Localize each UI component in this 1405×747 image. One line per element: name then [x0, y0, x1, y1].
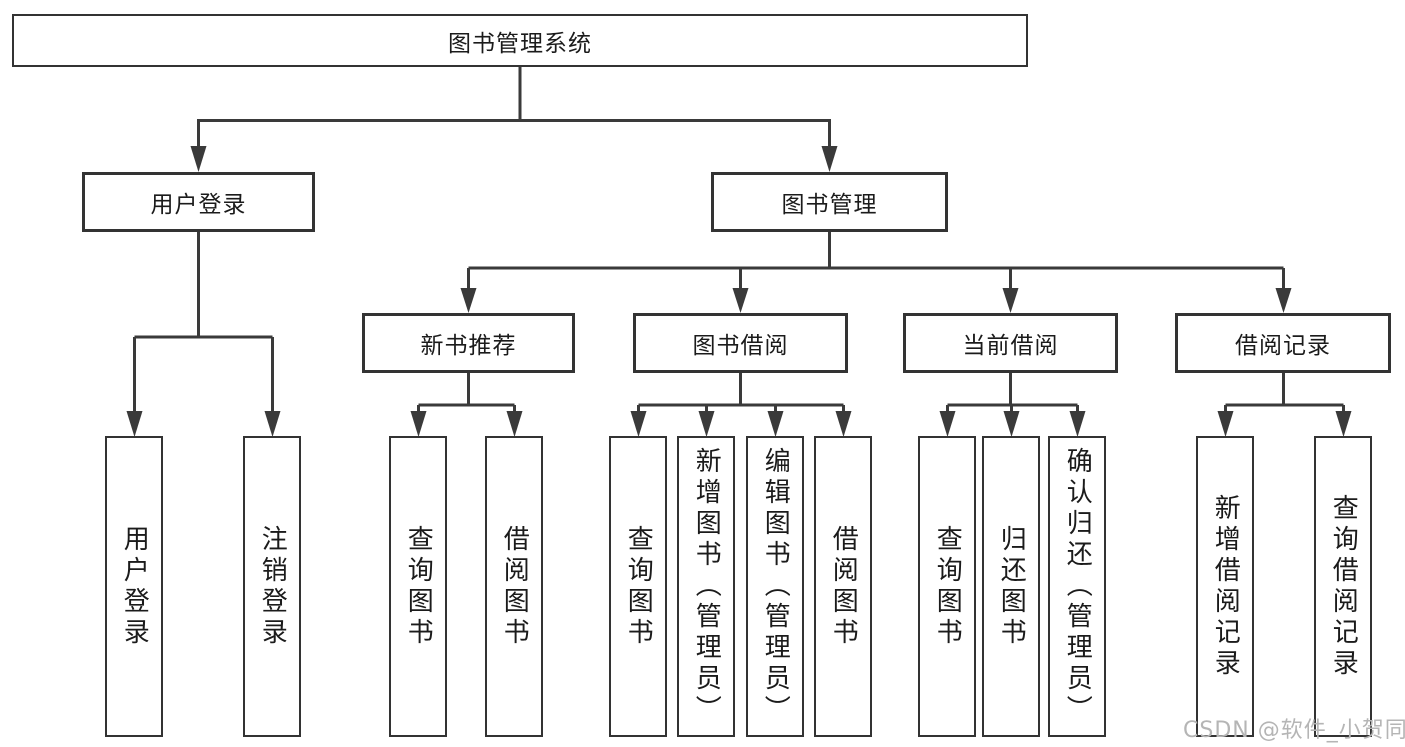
leaf-query-borrow-record: 查询借阅记录 — [1314, 436, 1372, 737]
leaf-edit-book-admin: 编辑图书（管理员） — [746, 436, 804, 737]
leaf-borrow-books-label: 借阅图书 — [828, 524, 859, 649]
leaf-borrow-books: 借阅图书 — [814, 436, 872, 737]
leaf-add-borrow-record-label: 新增借阅记录 — [1210, 493, 1241, 680]
leaf-return-book: 归还图书 — [982, 436, 1040, 737]
leaf-add-borrow-record: 新增借阅记录 — [1196, 436, 1254, 737]
leaf-user-login-label: 用户登录 — [119, 524, 150, 649]
leaf-query-books-borrow: 查询图书 — [609, 436, 667, 737]
node-book-borrow: 图书借阅 — [633, 313, 848, 373]
node-book-management: 图书管理 — [711, 172, 948, 232]
leaf-query-books-borrow-label: 查询图书 — [623, 524, 654, 649]
leaf-query-books-current: 查询图书 — [918, 436, 976, 737]
node-current-borrow: 当前借阅 — [903, 313, 1118, 373]
leaf-borrow-books-recommend: 借阅图书 — [485, 436, 543, 737]
leaf-user-login: 用户登录 — [105, 436, 163, 737]
leaf-edit-book-admin-label: 编辑图书（管理员） — [760, 447, 791, 726]
leaf-confirm-return-admin: 确认归还（管理员） — [1048, 436, 1106, 737]
node-borrow-records: 借阅记录 — [1175, 313, 1391, 373]
node-user-login: 用户登录 — [82, 172, 315, 232]
leaf-query-books-current-label: 查询图书 — [932, 524, 963, 649]
leaf-query-borrow-record-label: 查询借阅记录 — [1328, 493, 1359, 680]
leaf-query-books-recommend: 查询图书 — [389, 436, 447, 737]
leaf-logout: 注销登录 — [243, 436, 301, 737]
leaf-query-books-recommend-label: 查询图书 — [403, 524, 434, 649]
leaf-borrow-books-recommend-label: 借阅图书 — [499, 524, 530, 649]
leaf-add-book-admin: 新增图书（管理员） — [677, 436, 735, 737]
leaf-return-book-label: 归还图书 — [996, 524, 1027, 649]
watermark: CSDN @软件_小贺同学 — [1183, 718, 1405, 743]
node-root: 图书管理系统 — [12, 14, 1028, 67]
leaf-add-book-admin-label: 新增图书（管理员） — [691, 447, 722, 726]
leaf-confirm-return-admin-label: 确认归还（管理员） — [1062, 447, 1093, 726]
node-new-book-recommend: 新书推荐 — [362, 313, 575, 373]
leaf-logout-label: 注销登录 — [257, 524, 288, 649]
